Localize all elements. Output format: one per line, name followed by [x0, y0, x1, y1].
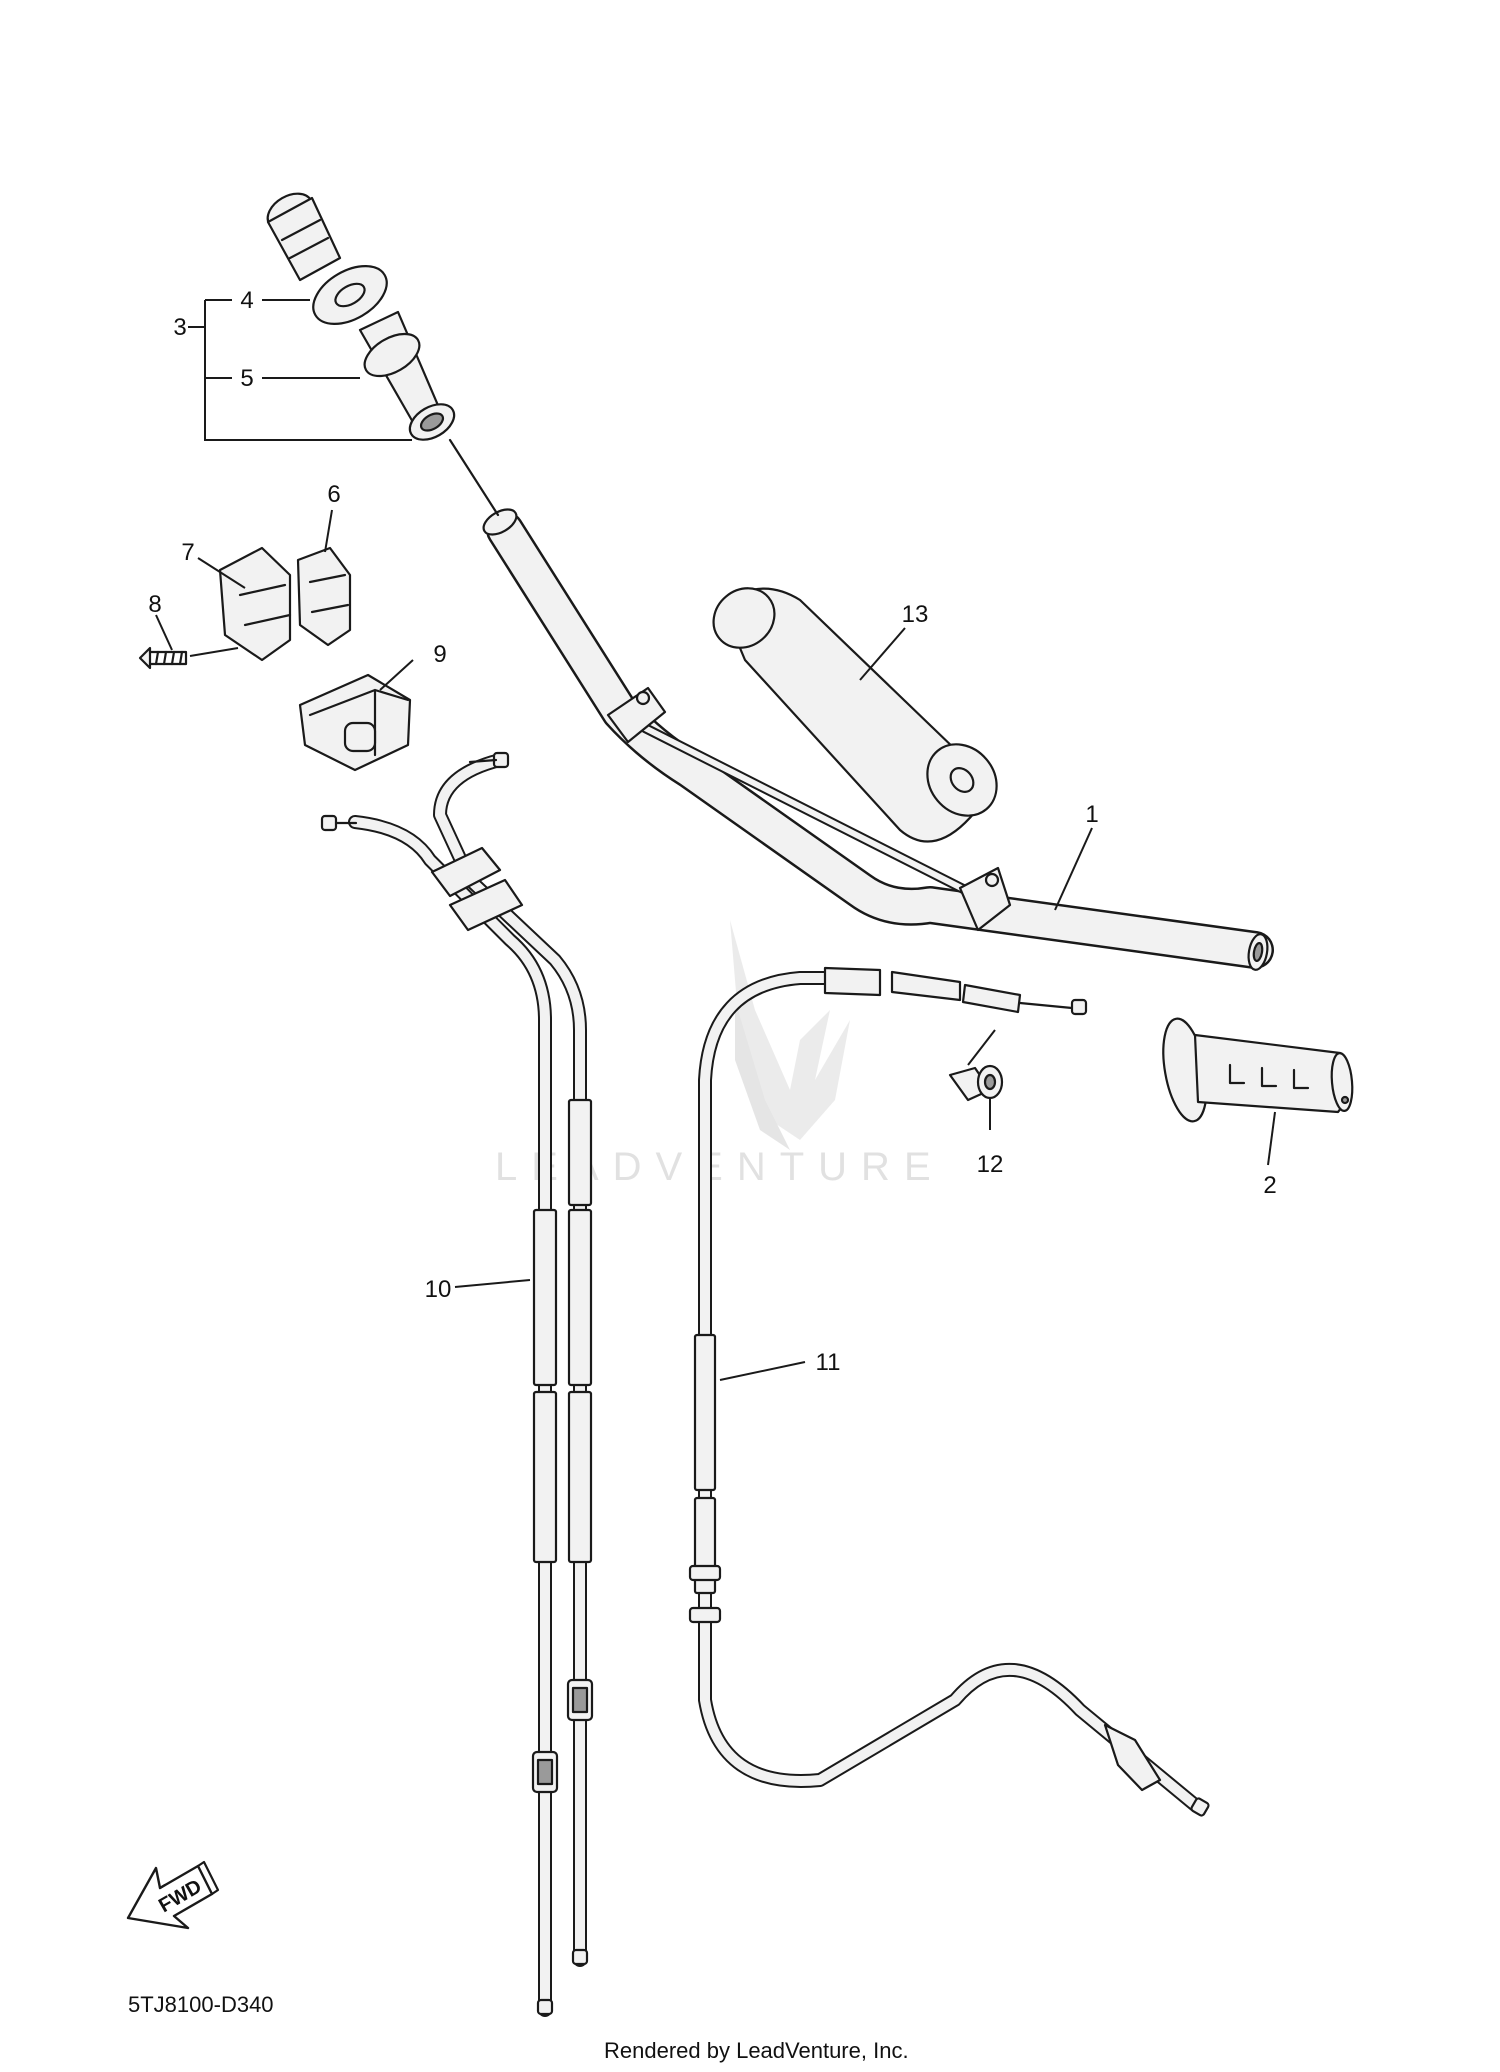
- leader-lines: [155, 299, 1276, 1381]
- callout-4: 4: [240, 287, 253, 314]
- callout-2: 2: [1263, 1172, 1276, 1199]
- leadventure-logo-icon: [730, 920, 850, 1150]
- callout-5: 5: [240, 365, 253, 392]
- switch-housing-parts: [138, 546, 412, 772]
- callout-13: 13: [902, 601, 929, 628]
- callout-11: 11: [816, 1349, 841, 1376]
- fitting-12: [948, 1064, 1004, 1102]
- callout-8: 8: [148, 591, 161, 618]
- callout-9: 9: [433, 641, 446, 668]
- left-grip-assembly: [266, 192, 456, 441]
- fwd-arrow-icon: FWD: [126, 1860, 220, 1930]
- callout-3: 3: [173, 314, 186, 341]
- screw-8: [138, 646, 152, 670]
- callout-12: 12: [977, 1151, 1004, 1178]
- footer-credit: Rendered by LeadVenture, Inc.: [604, 2038, 909, 2063]
- grip-body: [266, 196, 342, 282]
- cable-junction: [430, 846, 502, 898]
- callout-1: 1: [1085, 801, 1098, 828]
- right-grip-body: [1193, 1033, 1351, 1114]
- callout-6: 6: [327, 481, 340, 508]
- watermark: LEADVENTURE: [495, 920, 945, 1189]
- handlebar-end: [482, 508, 518, 536]
- callout-7: 7: [181, 539, 194, 566]
- watermark-text: LEADVENTURE: [495, 1145, 945, 1189]
- right-grip: [1162, 1017, 1354, 1123]
- callout-10: 10: [425, 1276, 452, 1303]
- handlebar: [448, 438, 1274, 971]
- handlebar-pad: [712, 587, 998, 843]
- crossbar-clamp-left: [606, 686, 667, 744]
- clutch-lower-adjuster: [1103, 1723, 1162, 1792]
- diagram-code: 5TJ8100-D340: [128, 1992, 274, 2017]
- housing-half-7: [218, 546, 292, 662]
- clutch-cable: [688, 966, 1210, 1817]
- clutch-adjuster: [823, 966, 882, 997]
- sleeve-flange: [363, 332, 421, 378]
- throttle-cables: [320, 751, 594, 2017]
- callout-labels: 1 2 3 4 5 6 7 8 9 10 11 12 13: [148, 287, 1276, 1376]
- housing-half-6: [296, 546, 352, 647]
